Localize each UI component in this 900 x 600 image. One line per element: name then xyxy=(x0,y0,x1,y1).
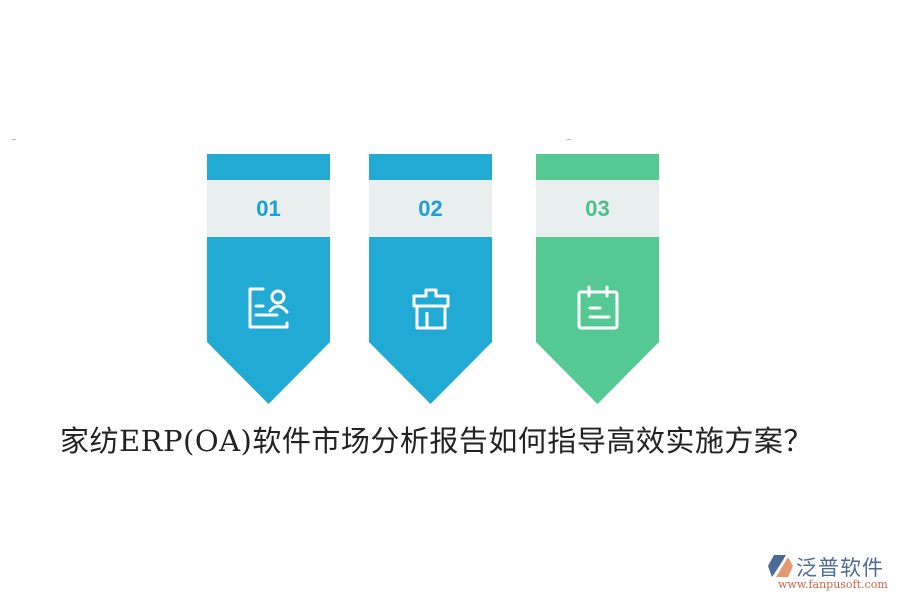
step-banner-1: 01 xyxy=(207,154,330,404)
logo-mark-icon xyxy=(768,555,793,577)
page-title: 家纺ERP(OA)软件市场分析报告如何指导高效实施方案？ xyxy=(60,424,813,458)
step-banner-3: 03 xyxy=(536,154,659,404)
number-band: 02 xyxy=(369,180,492,237)
brand-logo: 泛普软件 www.fanpusoft.com xyxy=(766,552,896,592)
decorative-dot xyxy=(12,139,16,140)
brand-name: 泛普软件 xyxy=(796,556,884,580)
calendar-icon xyxy=(577,285,618,330)
step-number: 01 xyxy=(256,195,281,221)
step-banner-2: 02 xyxy=(369,154,492,404)
number-band: 01 xyxy=(207,180,330,237)
brand-url: www.fanpusoft.com xyxy=(778,578,888,591)
user-document-icon xyxy=(248,287,288,329)
step-number: 03 xyxy=(585,195,610,221)
decorative-dot xyxy=(567,139,571,140)
gift-box-icon xyxy=(412,288,449,330)
number-band: 03 xyxy=(536,180,659,237)
step-number: 02 xyxy=(418,195,443,221)
